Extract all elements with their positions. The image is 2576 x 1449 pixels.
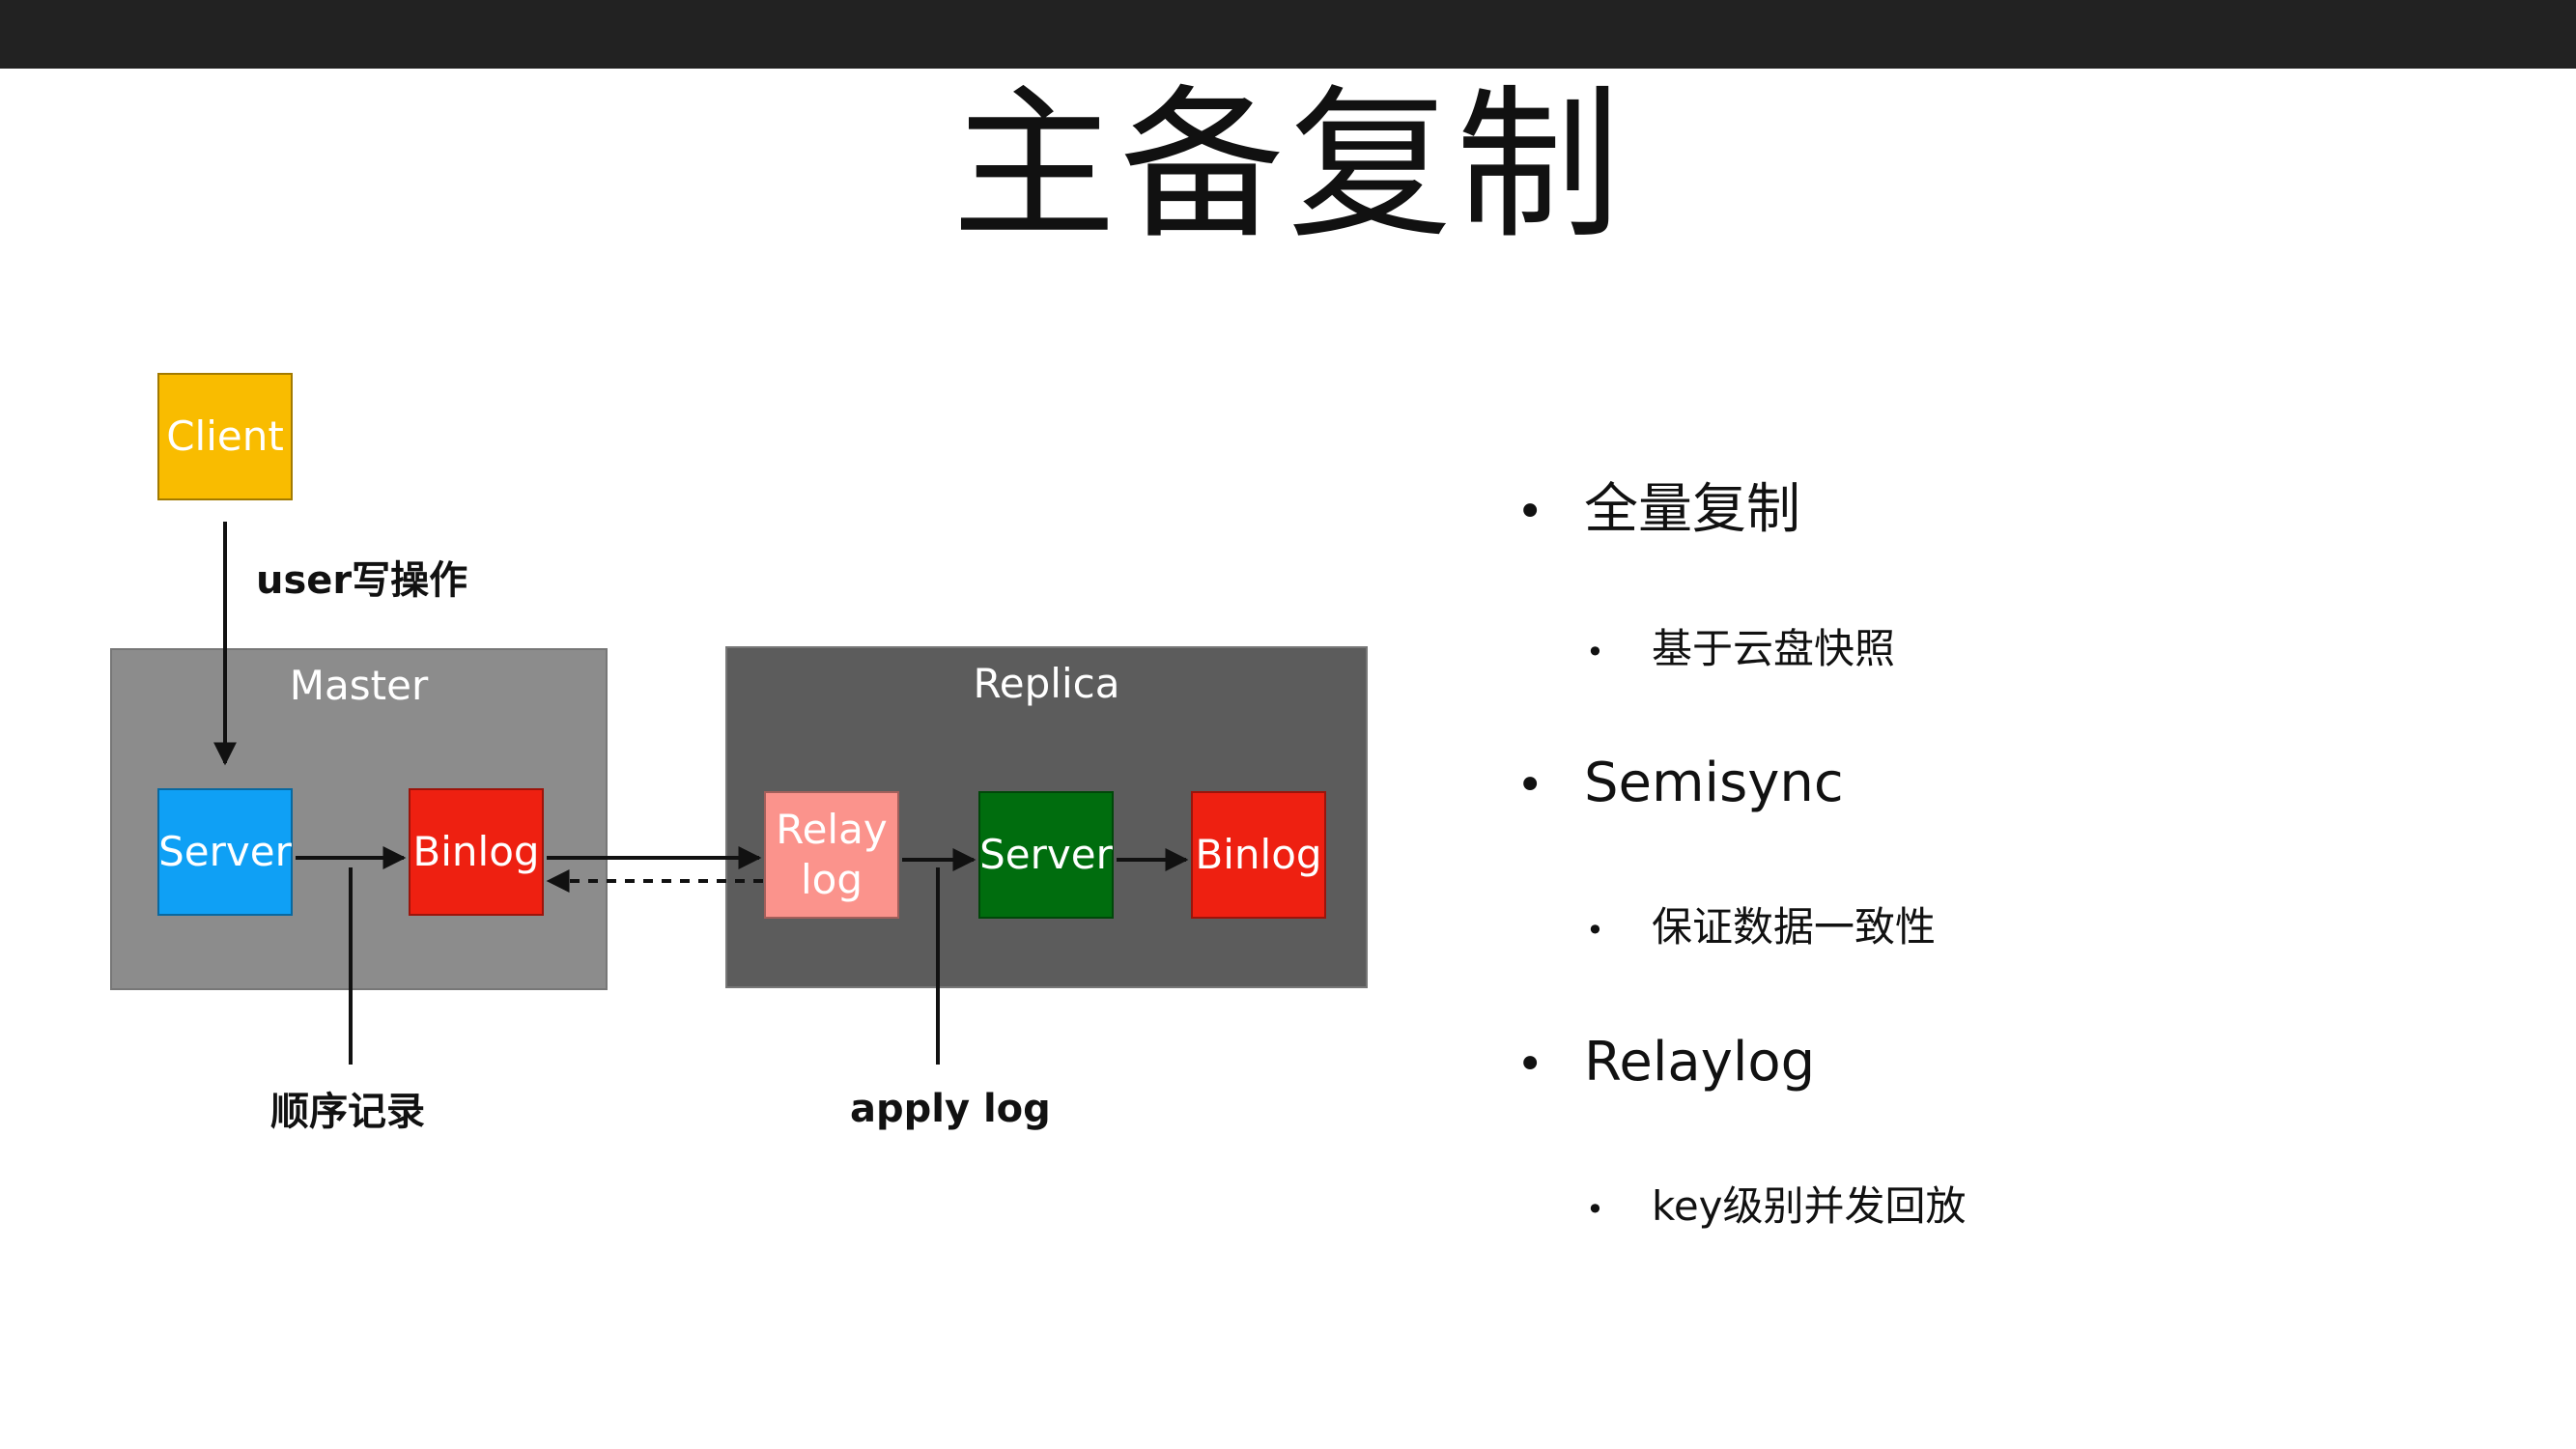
master-server-label: Server — [158, 828, 292, 875]
replica-binlog-label: Binlog — [1195, 831, 1322, 878]
sub-bullet-dot-icon: • — [1586, 912, 1604, 949]
replica-label: Replica — [973, 660, 1120, 707]
master-server-box: Server — [157, 788, 293, 916]
bullet-item: • Relaylog — [1516, 1031, 1815, 1094]
bullet-text: Semisync — [1584, 752, 1844, 814]
relay-log-label-line1: Relay — [776, 806, 888, 853]
master-label: Master — [289, 662, 429, 709]
bullet-dot-icon: • — [1516, 485, 1544, 539]
relay-log-label-line2: log — [800, 856, 863, 903]
replica-server-label: Server — [979, 831, 1113, 878]
master-binlog-box: Binlog — [409, 788, 544, 916]
replica-server-box: Server — [978, 791, 1114, 919]
sub-bullet-text: 保证数据一致性 — [1652, 903, 1937, 951]
bullet-item: • Semisync — [1516, 752, 1844, 814]
relay-log-box: Relay log — [764, 791, 899, 919]
bullet-dot-icon: • — [1516, 758, 1544, 812]
bullet-text: 全量复制 — [1584, 478, 1800, 541]
client-box: Client — [157, 373, 293, 500]
bullet-dot-icon: • — [1516, 1037, 1544, 1092]
sequential-record-label: 顺序记录 — [270, 1090, 425, 1134]
sub-bullet-dot-icon: • — [1586, 1191, 1604, 1228]
bullet-item: • 全量复制 — [1516, 466, 1800, 544]
sub-bullet-text: key级别并发回放 — [1652, 1182, 1967, 1230]
sub-bullet-text: 基于云盘快照 — [1652, 625, 1896, 672]
sub-bullet-item: • 基于云盘快照 — [1586, 616, 1895, 675]
sub-bullet-dot-icon: • — [1586, 634, 1604, 670]
user-write-label: user写操作 — [256, 558, 468, 603]
slide-title: 主备复制 — [951, 71, 1625, 262]
master-binlog-label: Binlog — [412, 828, 540, 875]
apply-log-label: apply log — [850, 1087, 1051, 1131]
top-bar — [0, 0, 2576, 69]
sub-bullet-item: • 保证数据一致性 — [1586, 895, 1936, 953]
sub-bullet-item: • key级别并发回放 — [1586, 1174, 1967, 1233]
client-label: Client — [166, 412, 284, 460]
bullet-text: Relaylog — [1584, 1031, 1816, 1094]
replica-binlog-box: Binlog — [1191, 791, 1326, 919]
